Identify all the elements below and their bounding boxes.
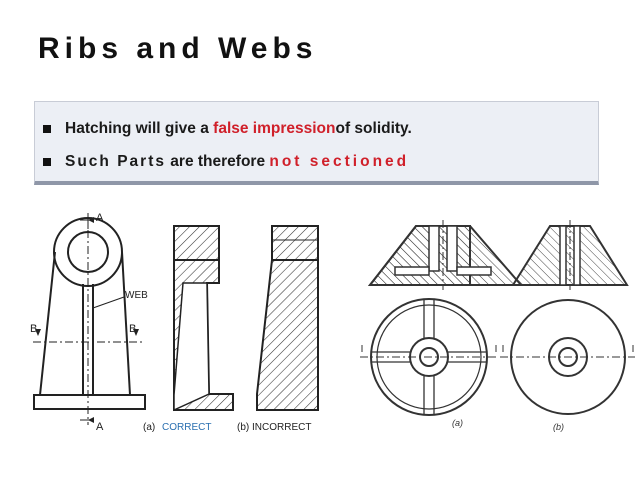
bullet-1-pre: Hatching will give a: [65, 120, 209, 137]
caption-a-prefix: (a): [143, 422, 155, 433]
bullet-2-highlight: not sectioned: [269, 153, 410, 170]
bracket-front-view: [33, 213, 146, 425]
pulley-section-b: [511, 220, 629, 290]
label-b-left: B: [30, 323, 37, 335]
pulley-plan-a: [360, 298, 498, 416]
bullet-1: Hatching will give a false impression of…: [43, 120, 412, 138]
bullet-2-mid: are therefore: [170, 153, 266, 170]
caption-pulley-b: (b): [553, 422, 564, 432]
pulley-plan-b: [500, 299, 635, 415]
caption-pulley-a: (a): [452, 418, 463, 428]
label-b-right: B: [129, 323, 136, 335]
pulley-section-a: [367, 220, 524, 290]
section-correct: [173, 225, 234, 412]
bullet-square-icon: [43, 158, 51, 166]
bullet-1-highlight: false impression: [213, 120, 336, 137]
bullet-2-pre: Such Parts: [65, 153, 166, 170]
bullet-square-icon: [43, 125, 51, 133]
slide-title: Ribs and Webs: [38, 32, 318, 65]
bullet-box: Hatching will give a false impression of…: [34, 101, 599, 185]
label-a-top: A: [96, 212, 104, 224]
bullet-2: Such Parts are therefore not sectioned: [43, 153, 409, 171]
label-a-bottom: A: [96, 421, 104, 433]
label-web: WEB: [125, 290, 148, 301]
section-arrows: [35, 217, 139, 423]
bullet-1-post: of solidity.: [335, 120, 412, 137]
caption-a-correct: CORRECT: [162, 422, 211, 433]
section-incorrect: [256, 225, 319, 411]
caption-b-incorrect: (b) INCORRECT: [237, 422, 311, 433]
